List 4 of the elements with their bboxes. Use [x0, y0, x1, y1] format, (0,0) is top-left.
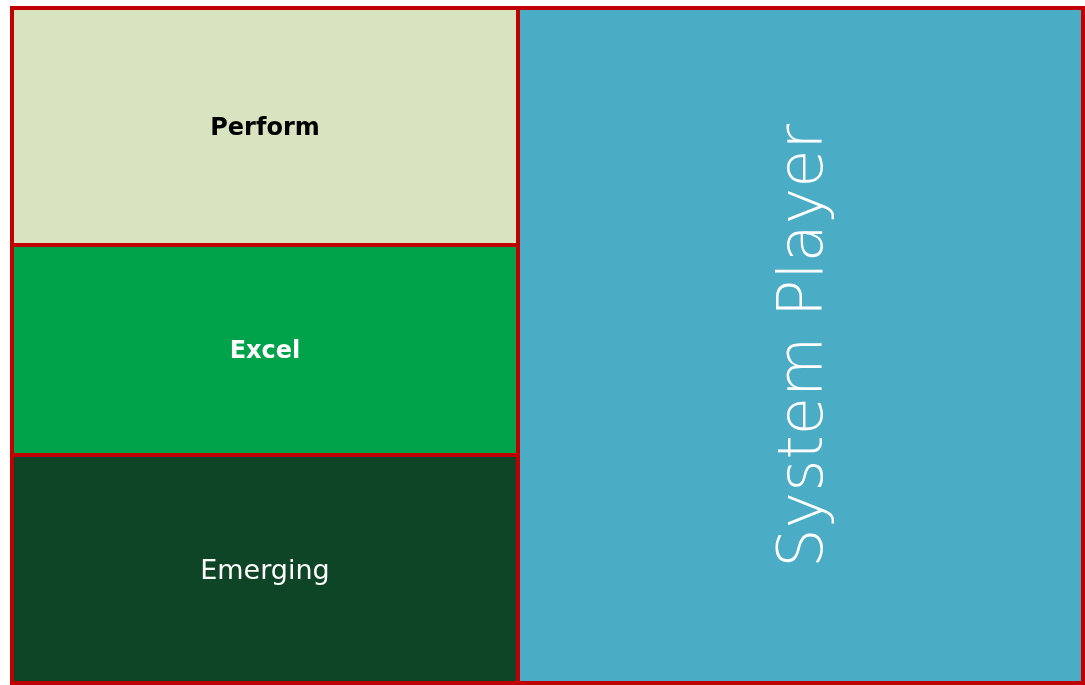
category-label: Perform	[210, 112, 320, 141]
category-label: Emerging	[200, 553, 330, 585]
category-label: System Player	[764, 123, 837, 568]
category-label: Excel	[229, 336, 301, 364]
